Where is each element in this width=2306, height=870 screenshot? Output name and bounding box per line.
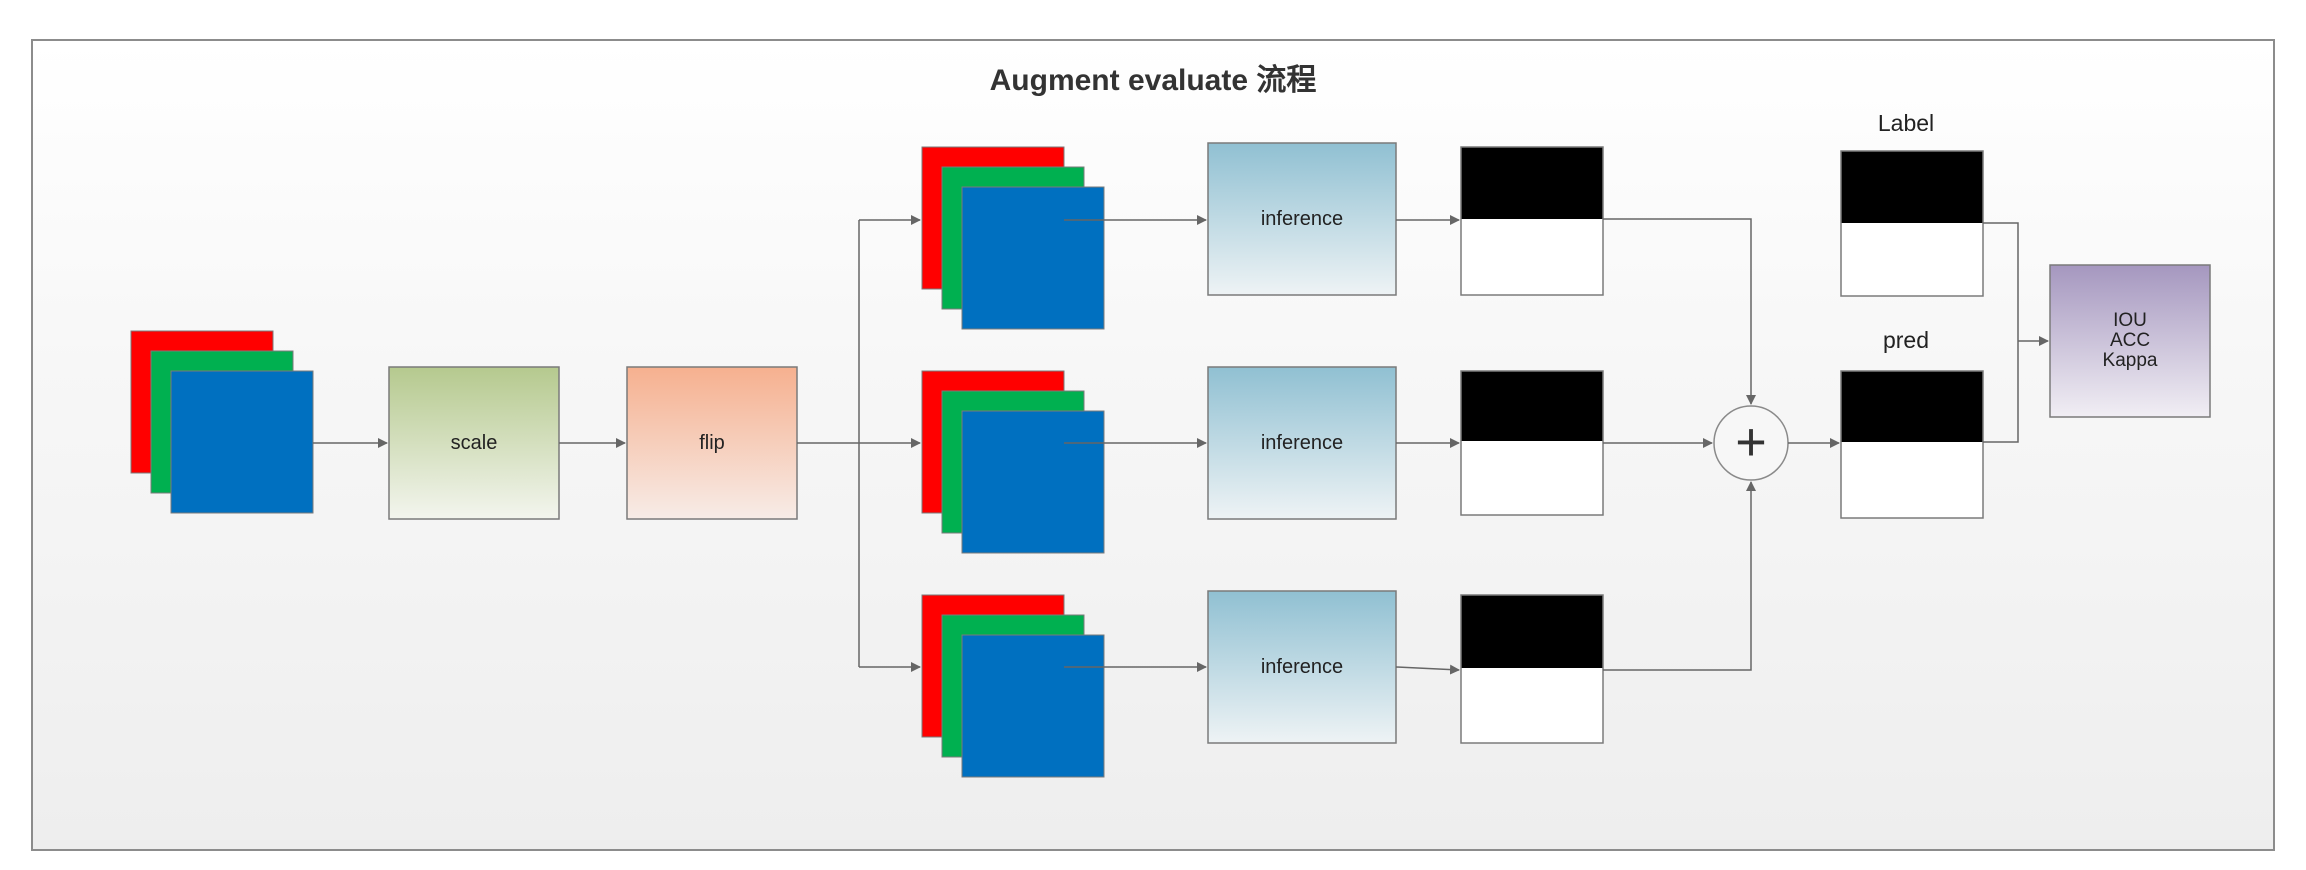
metrics-box (2049, 264, 2211, 418)
augmented-image-stack-middle (921, 370, 1105, 554)
mask-border (1460, 594, 1604, 744)
pred-title: pred (1883, 327, 1929, 353)
inference-step-bottom: inference (1207, 590, 1397, 744)
diagram-title: Augment evaluate 流程 (990, 64, 1317, 97)
mask-background (1461, 668, 1603, 743)
mask-background (1841, 223, 1983, 296)
augmented-image-stack-bottom (921, 594, 1105, 778)
mask-border (1460, 146, 1604, 296)
mask-foreground (1461, 595, 1603, 668)
output-mask-bottom (1460, 594, 1604, 744)
mask-foreground (1461, 371, 1603, 441)
mask-foreground (1841, 151, 1983, 223)
blue-channel-layer (961, 634, 1105, 778)
mask-foreground (1841, 371, 1983, 442)
label-mask: Label (1840, 110, 1984, 297)
flip-step: flip (626, 366, 798, 520)
metric-iou: IOU (2113, 310, 2147, 331)
metrics-step: IOU ACC Kappa (2049, 264, 2211, 418)
inference-box (1207, 366, 1397, 520)
scale-step: scale (388, 366, 560, 520)
pred-mask: pred (1840, 327, 1984, 519)
inference-box (1207, 142, 1397, 296)
inference-label: inference (1261, 656, 1343, 678)
inference-label: inference (1261, 432, 1343, 454)
metric-kappa: Kappa (2103, 350, 2158, 371)
augmented-image-stack-top (921, 146, 1105, 330)
mask-border (1840, 370, 1984, 519)
combine-node: + (1713, 405, 1789, 481)
connector-mask-top-to-combine (1603, 218, 1756, 405)
mask-foreground (1461, 147, 1603, 219)
input-image-stack (130, 330, 314, 514)
flip-box (626, 366, 798, 520)
output-mask-top (1460, 146, 1604, 296)
connectors (313, 215, 2049, 675)
connector-label-pred-bracket (1983, 222, 2019, 443)
scale-label: scale (451, 432, 498, 454)
inference-step-top: inference (1207, 142, 1397, 296)
inference-label: inference (1261, 208, 1343, 230)
connector-inference-to-mask-bottom (1395, 664, 1460, 675)
mask-background (1461, 219, 1603, 295)
plus-icon: + (1735, 412, 1767, 472)
connector-mask-bottom-to-combine (1603, 481, 1756, 671)
flip-label: flip (699, 432, 725, 454)
blue-channel-layer (961, 186, 1105, 330)
blue-channel-layer (170, 370, 314, 514)
label-title: Label (1878, 110, 1934, 136)
output-mask-middle (1460, 370, 1604, 516)
metric-acc: ACC (2110, 330, 2150, 351)
blue-channel-layer (961, 410, 1105, 554)
scale-box (388, 366, 560, 520)
mask-background (1841, 442, 1983, 518)
inference-step-middle: inference (1207, 366, 1397, 520)
mask-background (1461, 441, 1603, 515)
inference-box (1207, 590, 1397, 744)
